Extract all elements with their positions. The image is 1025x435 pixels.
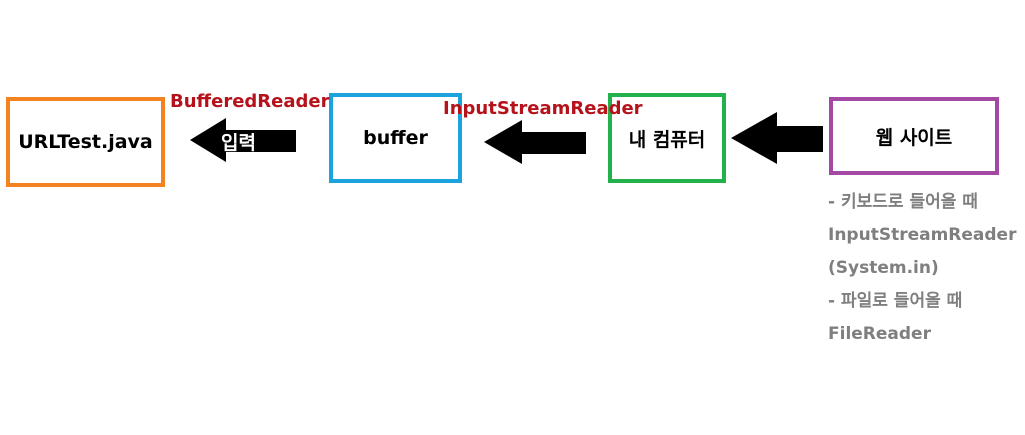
urltest-node-label: URLTest.java: [18, 131, 153, 153]
input-stream-reader-label: InputStreamReader: [443, 98, 643, 119]
urltest-node: URLTest.java: [6, 97, 165, 187]
arrow-buffer-to-urltest: [190, 118, 296, 162]
buffer-node: buffer: [329, 93, 462, 183]
website-notes: - 키보드로 들어올 때 InputStreamReader (System.i…: [828, 186, 1016, 351]
buffer-node-label: buffer: [363, 127, 428, 149]
input-arrow-label: 입력: [221, 132, 256, 154]
my-computer-node-label: 내 컴퓨터: [628, 128, 706, 151]
website-node: 웹 사이트: [829, 97, 999, 175]
my-computer-node: 내 컴퓨터: [608, 93, 726, 183]
note-line: (System.in): [828, 258, 939, 278]
note-line: InputStreamReader: [828, 225, 1017, 245]
note-line: - 파일로 들어올 때: [828, 291, 963, 311]
note-line: FileReader: [828, 324, 931, 344]
website-node-label: 웹 사이트: [875, 126, 953, 149]
buffered-reader-label: BufferedReader: [170, 91, 330, 112]
arrow-website-to-mypc: [731, 112, 823, 164]
note-line: - 키보드로 들어올 때: [828, 192, 978, 212]
arrow-mypc-to-buffer: [484, 120, 586, 164]
